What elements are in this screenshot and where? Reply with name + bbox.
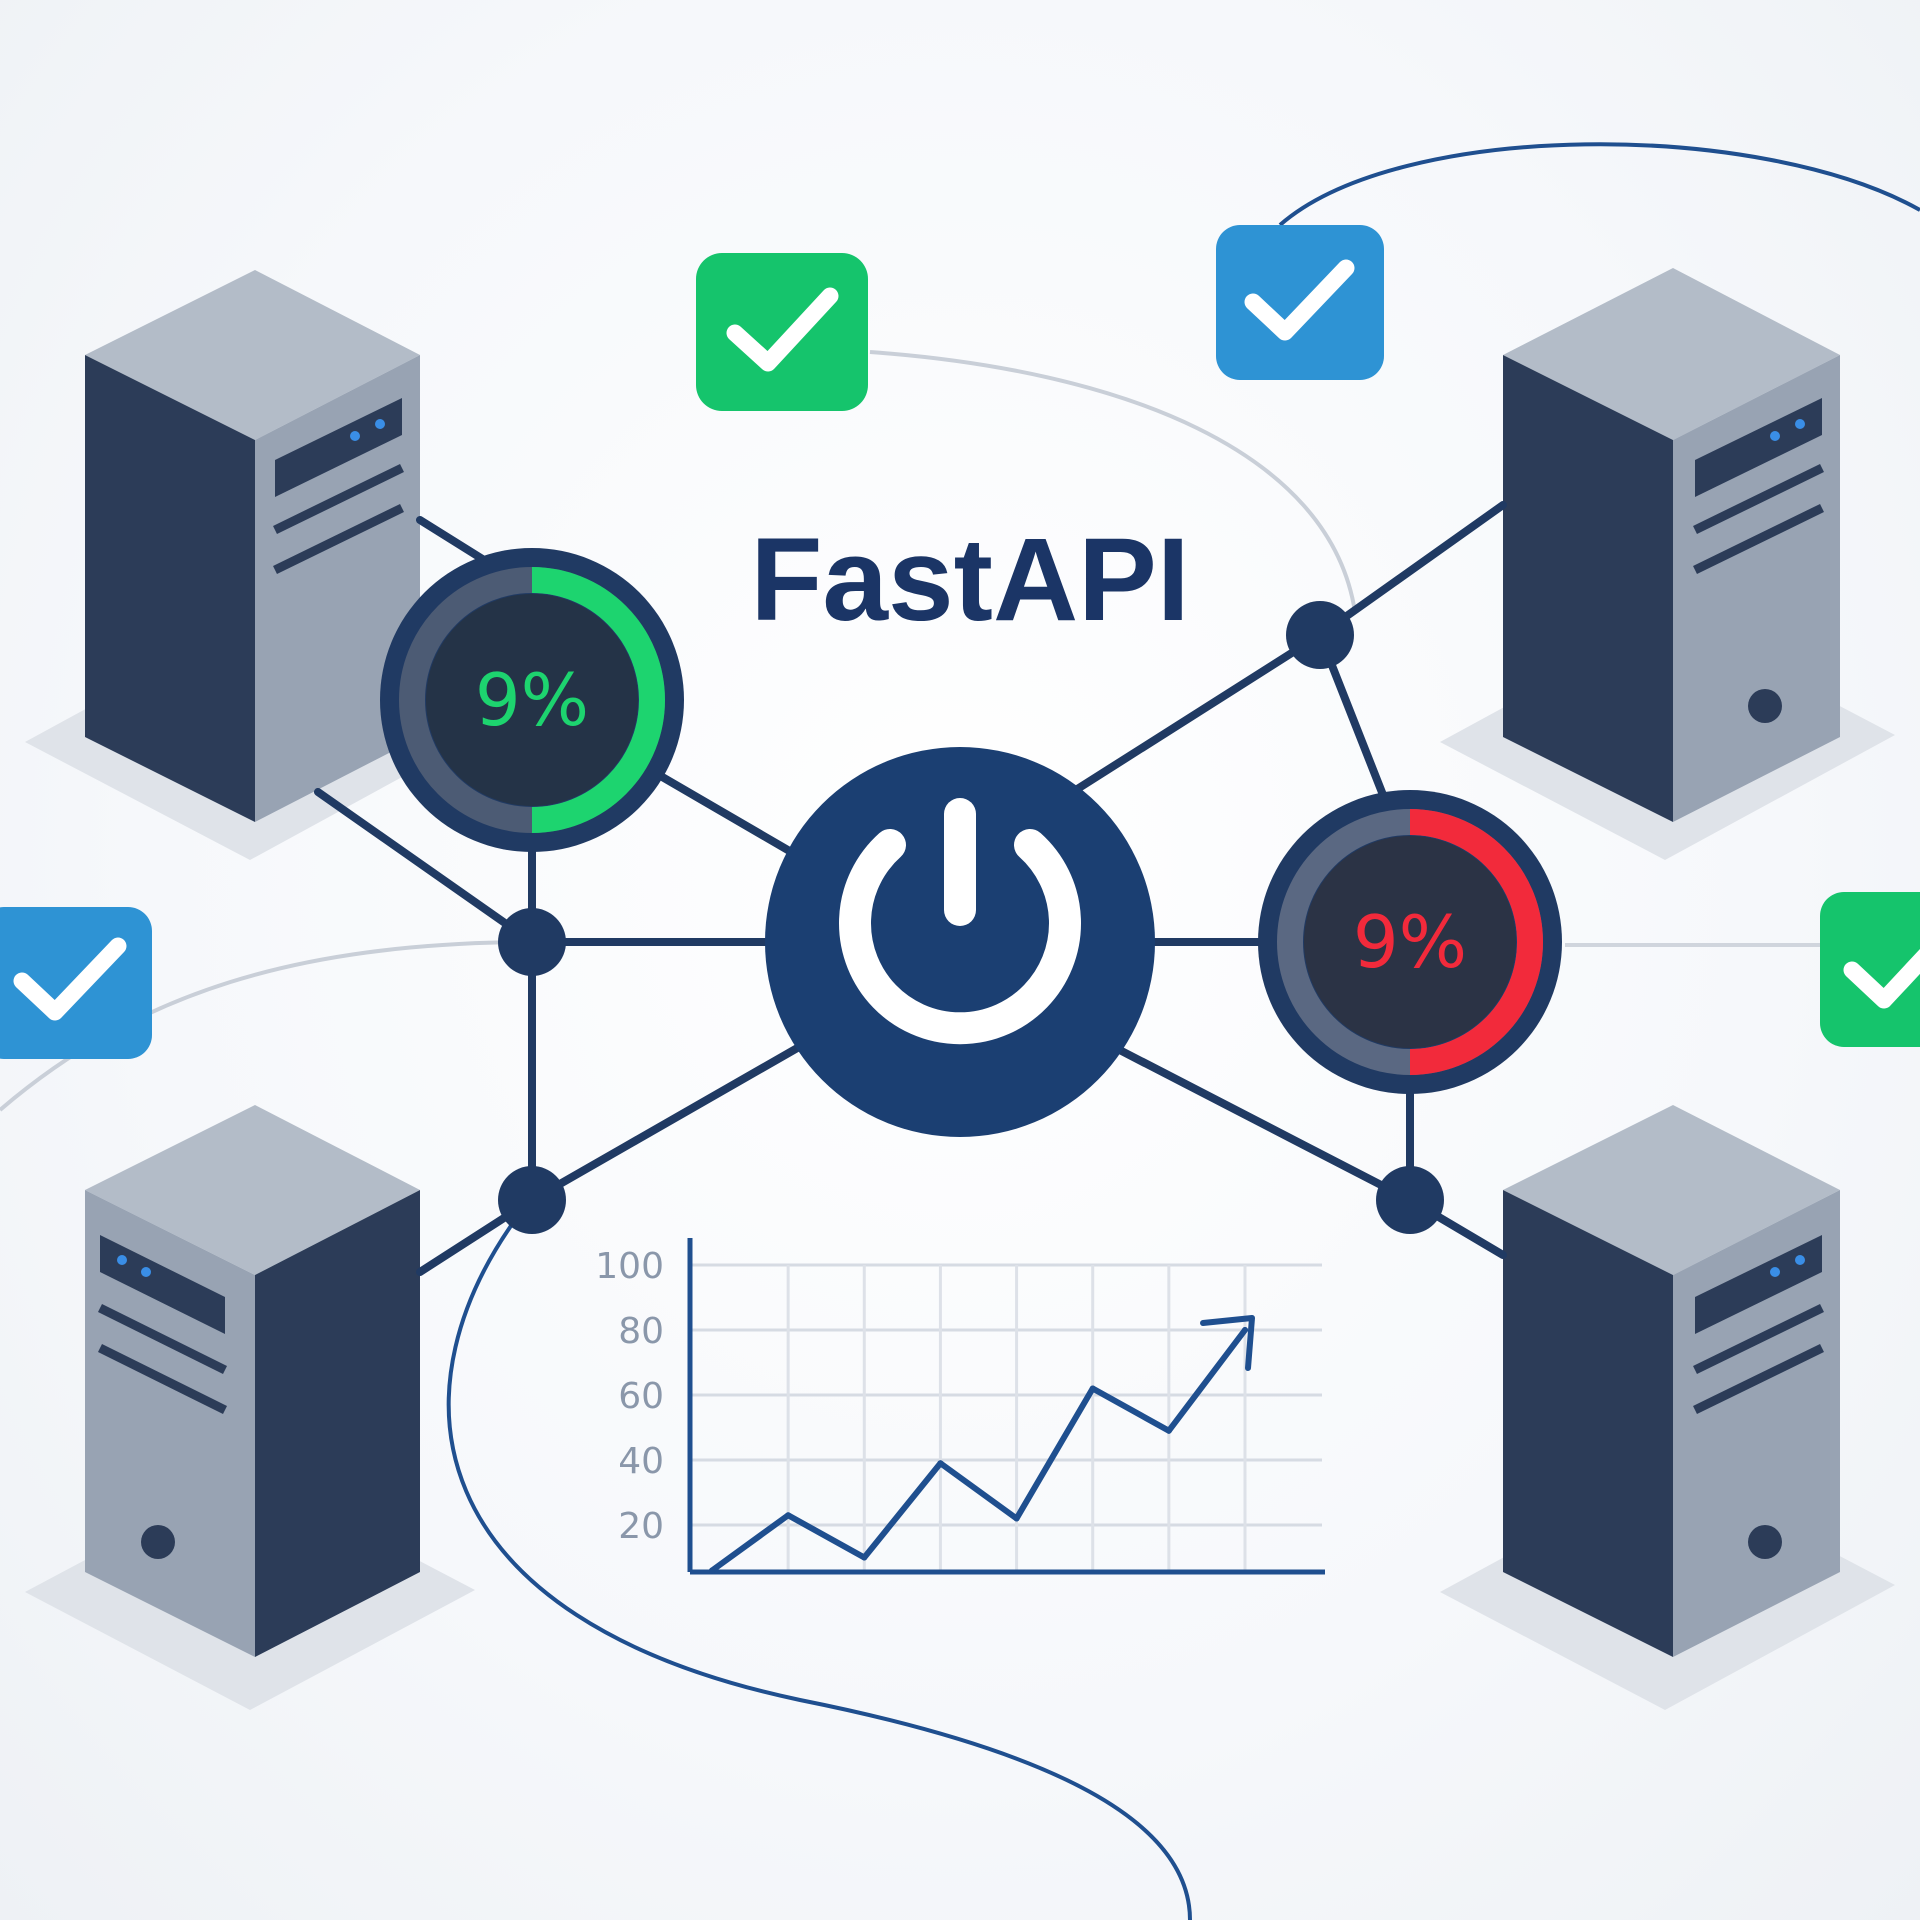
power-hub-circle[interactable] — [765, 747, 1155, 1137]
server-power-button — [1748, 1525, 1782, 1559]
gauge-inner — [426, 594, 638, 806]
server-front-face — [255, 1190, 420, 1657]
server-vent — [273, 463, 404, 535]
badge-background — [696, 253, 868, 411]
server-drive-slot — [1695, 398, 1822, 497]
server-power-button — [141, 1525, 175, 1559]
junction-node — [1376, 1166, 1444, 1234]
server-front-face — [1503, 355, 1673, 822]
server-led — [1795, 1255, 1805, 1265]
data-point — [1242, 1327, 1248, 1333]
power-icon — [839, 798, 1081, 1045]
gauge-progress-arc — [1409, 809, 1543, 1075]
y-tick-label: 100 — [595, 1246, 664, 1287]
badge-background — [1820, 892, 1920, 1047]
line-chart: 100 80 60 40 20 — [595, 1238, 1325, 1575]
server-led — [117, 1255, 127, 1265]
server-led — [1770, 431, 1780, 441]
server-drive-slot — [275, 398, 402, 497]
gauge-value-label: 9% — [475, 658, 589, 742]
junction-node — [498, 1166, 566, 1234]
trend-arrow-head — [1200, 1315, 1255, 1371]
data-point — [1165, 1427, 1172, 1434]
server-top-right — [1440, 268, 1895, 860]
gauge-value-label: 9% — [1353, 900, 1467, 984]
server-led — [1795, 419, 1805, 429]
server-vent — [98, 1343, 227, 1415]
check-badge-blue-top — [1216, 225, 1384, 380]
check-icon — [1843, 948, 1920, 1009]
connector-arc — [1278, 142, 1920, 227]
server-led — [1770, 1267, 1780, 1277]
check-icon — [1244, 259, 1355, 341]
server-led — [350, 431, 360, 441]
server-led — [141, 1267, 151, 1277]
junction-node — [498, 908, 566, 976]
server-power-button — [1748, 689, 1782, 723]
server-top-face — [1503, 268, 1840, 440]
gauge-right: 9% — [1258, 790, 1562, 1094]
server-drive-slot — [100, 1235, 225, 1334]
edge — [528, 1031, 824, 1204]
background-arc — [0, 940, 521, 1112]
y-tick-label: 60 — [618, 1376, 664, 1417]
y-tick-label: 20 — [618, 1506, 664, 1547]
check-badge-green-top — [696, 253, 868, 411]
badge-background — [1216, 225, 1384, 380]
data-point — [709, 1567, 715, 1574]
data-point — [861, 1554, 868, 1561]
server-top-face — [85, 270, 420, 440]
data-point — [1013, 1515, 1020, 1522]
server-vent — [1693, 463, 1824, 535]
data-point — [937, 1460, 944, 1467]
server-bottom-right — [1440, 1105, 1895, 1710]
series-line — [709, 1327, 1248, 1574]
check-badge-green-right — [1820, 892, 1920, 1047]
server-drive-slot — [1695, 1235, 1822, 1334]
check-icon — [13, 937, 127, 1021]
edge — [1106, 1041, 1414, 1204]
data-point — [1089, 1385, 1096, 1392]
server-vent — [273, 503, 404, 575]
server-bottom-left — [25, 1105, 475, 1710]
edge — [314, 788, 536, 946]
server-vent — [1693, 503, 1824, 575]
gauge-progress-arc — [531, 567, 665, 833]
server-vent — [1693, 1343, 1824, 1415]
diagram-title: FastAPI — [750, 514, 1189, 646]
check-badge-blue-left — [0, 907, 152, 1059]
server-front-face — [1503, 1190, 1673, 1657]
server-vent — [98, 1303, 227, 1375]
server-top-face — [85, 1105, 420, 1275]
junction-node — [1286, 601, 1354, 669]
y-tick-label: 80 — [618, 1311, 664, 1352]
power-icon-arc — [839, 829, 1081, 1045]
gauge-left: 9% — [380, 548, 684, 852]
connector-arc — [446, 1198, 1192, 1920]
background-arc — [869, 350, 1357, 613]
gauge-inner — [1304, 836, 1516, 1048]
data-point — [785, 1512, 792, 1519]
edge — [1316, 501, 1507, 639]
edge — [1056, 631, 1324, 804]
server-top-face — [1503, 1105, 1840, 1275]
check-icon — [726, 287, 839, 372]
server-top-left — [25, 270, 470, 860]
server-vent — [1693, 1303, 1824, 1375]
y-tick-label: 40 — [618, 1441, 664, 1482]
power-hub[interactable] — [765, 747, 1155, 1137]
server-led — [375, 419, 385, 429]
server-front-face — [85, 355, 255, 822]
